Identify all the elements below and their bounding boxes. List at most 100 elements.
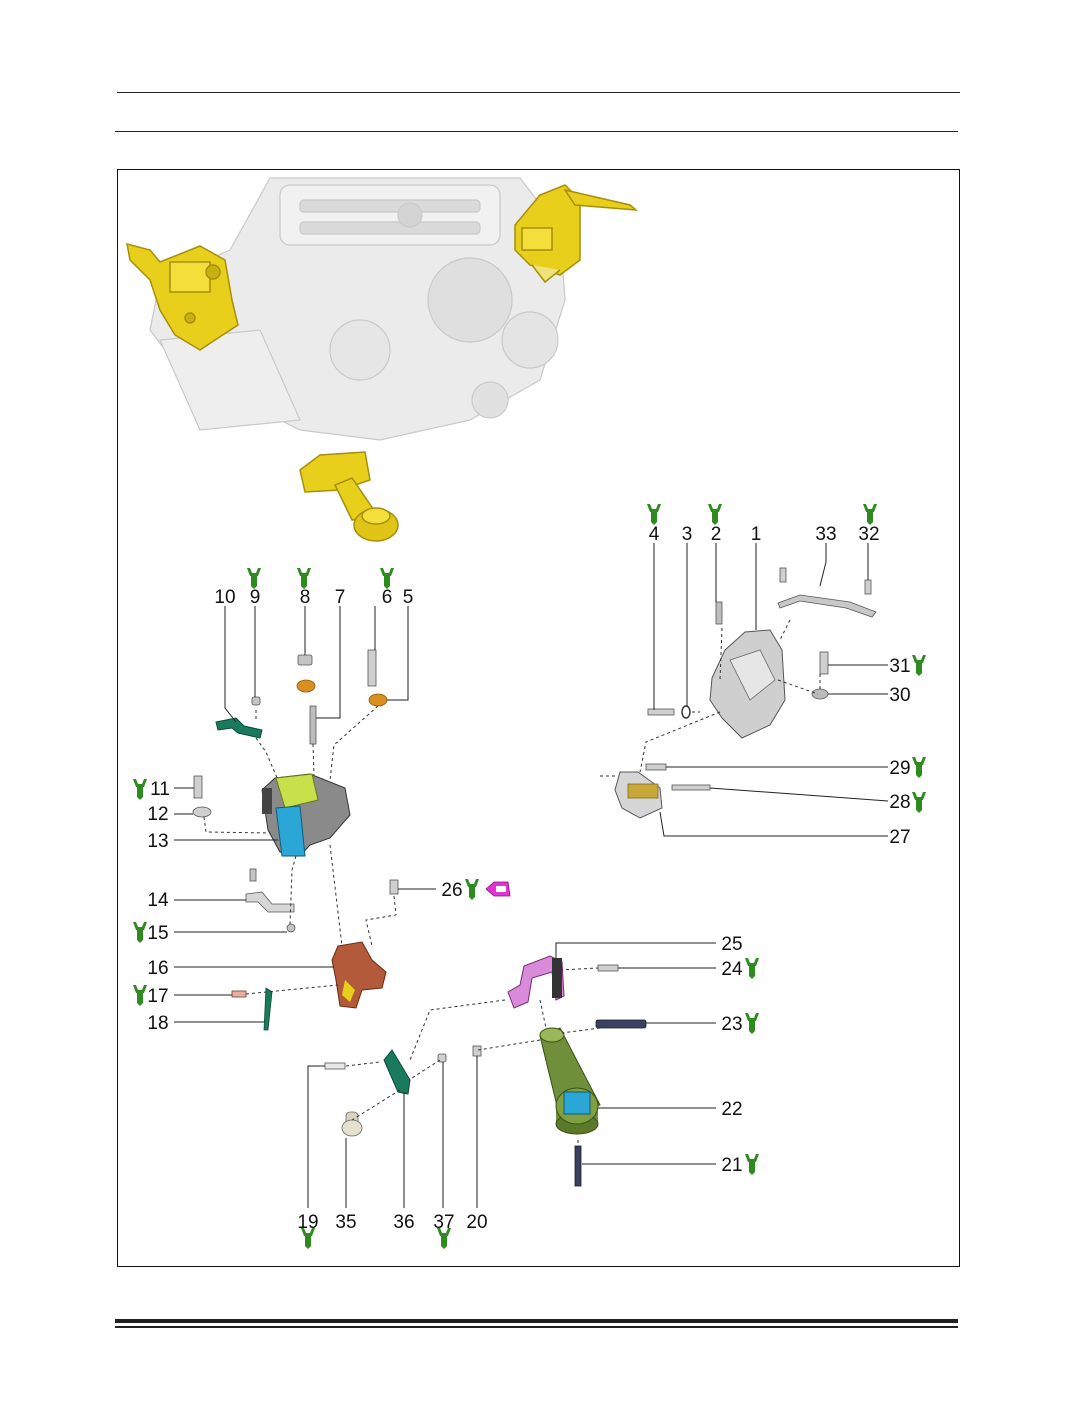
wrench-torque-icon [297, 568, 311, 589]
part-13-mount [261, 773, 351, 857]
callout-24: 24 [721, 959, 743, 980]
part-3-ring [681, 705, 691, 719]
callout-28: 28 [889, 792, 910, 813]
part-22-torque-rod [539, 1027, 601, 1135]
footer-rule-thick [115, 1319, 958, 1323]
callout-33: 33 [815, 524, 836, 545]
right-mount-highlight [514, 184, 639, 284]
callout-3: 3 [682, 524, 693, 545]
part-33-rod [777, 594, 877, 618]
part-9-nut [251, 696, 261, 706]
part-28-bolt [671, 784, 711, 791]
part-10-bracket [215, 717, 263, 739]
callout-5: 5 [403, 587, 414, 608]
part-30-washer [811, 688, 829, 700]
callout-31: 31 [889, 656, 910, 677]
header-rule-top [117, 92, 960, 93]
callout-7: 7 [335, 587, 346, 608]
part-24-bolt [597, 964, 619, 972]
part-31-bolt [819, 651, 829, 675]
part-16-bracket [331, 941, 387, 1009]
part-11-bolt [193, 775, 203, 799]
part-29-bolt [645, 763, 667, 771]
callout-9: 9 [250, 587, 261, 608]
callout-13: 13 [147, 831, 168, 852]
callout-4: 4 [649, 524, 660, 545]
callout-18: 18 [147, 1013, 168, 1034]
wrench-torque-icon [247, 568, 261, 589]
callout-32: 32 [858, 524, 879, 545]
part-20-sleeve [472, 1045, 482, 1057]
part-14-bracket [245, 891, 295, 913]
part-12-washer [192, 806, 212, 818]
wrench-torque-icon [912, 792, 926, 813]
callout-19: 19 [297, 1212, 318, 1233]
wrench-torque-icon [745, 958, 759, 979]
wrench-torque-icon [465, 879, 479, 900]
callout-35: 35 [335, 1212, 356, 1233]
callout-11: 11 [150, 779, 170, 800]
callout-leaders [174, 543, 889, 1208]
callout-23: 23 [721, 1014, 742, 1035]
callout-21: 21 [721, 1155, 742, 1176]
callout-2: 2 [711, 524, 722, 545]
part-8-washer [296, 679, 316, 693]
callout-labels: 1 2 3 4 5 6 7 8 9 10 11 12 13 14 15 16 1… [147, 524, 910, 1233]
right-mount-assembly [600, 567, 877, 819]
callout-6: 6 [382, 587, 393, 608]
part-26-bolt [389, 879, 399, 895]
callout-1: 1 [751, 524, 762, 545]
callout-14: 14 [147, 890, 169, 911]
diagram-frame [117, 169, 960, 1267]
wrench-torque-icon [133, 922, 147, 943]
callout-36: 36 [393, 1212, 414, 1233]
callout-27: 27 [889, 827, 910, 848]
wrench-torque-icon [912, 757, 926, 778]
part-36-bracket [383, 1049, 411, 1095]
callout-20: 20 [466, 1212, 487, 1233]
callout-16: 16 [147, 958, 168, 979]
callout-8: 8 [300, 587, 311, 608]
header-rule-bottom [115, 131, 958, 132]
engine-overview [126, 177, 639, 542]
part-5-washer [368, 693, 388, 707]
part-21-bolt [574, 1145, 582, 1187]
left-mount-assembly [192, 649, 399, 1031]
part-4-bolt [647, 708, 675, 716]
part-8-nut [297, 654, 313, 666]
part-17-bolt [231, 990, 247, 998]
part-32-bolt [864, 579, 872, 595]
callout-22: 22 [721, 1099, 742, 1120]
wrench-torque-icon [647, 504, 661, 525]
wrench-torque-icon [745, 1013, 759, 1034]
wrench-torque-icon [912, 655, 926, 676]
callout-30: 30 [889, 685, 910, 706]
part-7-stud [309, 705, 317, 745]
part-23-bolt [595, 1019, 647, 1029]
part-19-bolt [324, 1062, 346, 1070]
callout-25: 25 [721, 934, 742, 955]
wrench-torque-icon [708, 504, 722, 525]
callout-15: 15 [147, 923, 168, 944]
part-2-bolt [715, 601, 723, 625]
wrench-torque-icon [380, 568, 394, 589]
callout-17: 17 [147, 986, 168, 1007]
part-6-bolt [367, 649, 377, 687]
callout-29: 29 [889, 758, 910, 779]
callout-26: 26 [441, 880, 462, 901]
part-18-clip [263, 987, 273, 1031]
torque-rod-assembly [324, 955, 647, 1187]
wrench-torque-icon [133, 779, 147, 800]
callout-37: 37 [433, 1212, 454, 1233]
special-tool-icon [485, 881, 511, 897]
wrench-torque-icon [863, 504, 877, 525]
left-mount-highlight [126, 242, 239, 351]
wrench-torque-icon [745, 1154, 759, 1175]
footer-rule-thin [115, 1326, 958, 1328]
wrench-torque-icon [133, 985, 147, 1006]
part-15-nut [286, 923, 296, 933]
callout-12: 12 [147, 804, 168, 825]
torque-rod-highlight [299, 451, 399, 542]
callout-10: 10 [214, 587, 235, 608]
